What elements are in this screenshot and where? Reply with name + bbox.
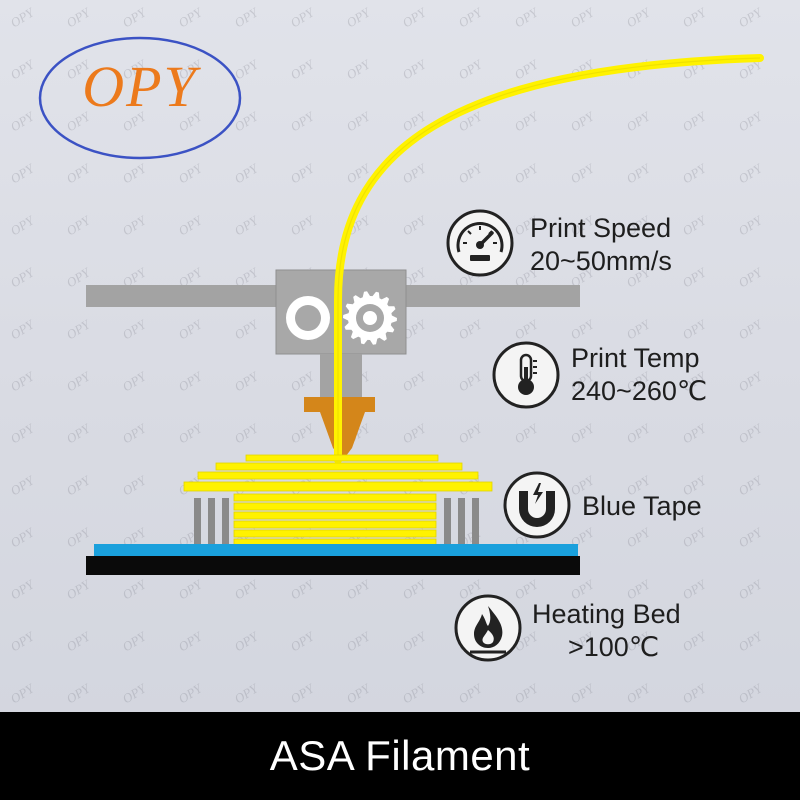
print-layer: [233, 493, 437, 502]
speedometer-icon: [446, 209, 514, 277]
product-title: ASA Filament: [269, 732, 531, 779]
print-layer: [233, 520, 437, 529]
print-layer: [197, 471, 479, 480]
spec-print-speed: Print Speed 20~50mm/s: [530, 212, 672, 278]
print-layer: [233, 511, 437, 520]
spec-heating-bed-value: >100℃: [568, 632, 660, 662]
spec-bed-surface-label: Blue Tape: [582, 491, 702, 521]
flame-icon: [454, 594, 522, 662]
magnet-icon: [503, 471, 571, 539]
spec-print-temp-label: Print Temp: [571, 343, 700, 373]
brand-logo: OPY: [82, 54, 198, 119]
heated-bed: [86, 556, 580, 575]
print-layer: [233, 502, 437, 511]
spec-heating-bed: Heating Bed >100℃: [532, 598, 681, 664]
spec-print-temp: Print Temp 240~260℃: [571, 342, 707, 408]
spec-print-temp-value: 240~260℃: [571, 376, 708, 406]
print-layer: [245, 454, 439, 462]
idler-wheel-icon: [286, 296, 330, 340]
spec-heating-bed-label: Heating Bed: [532, 599, 681, 629]
print-layer: [183, 481, 493, 492]
thermometer-icon: [492, 341, 560, 409]
spec-print-speed-value: 20~50mm/s: [530, 246, 672, 276]
title-banner: ASA Filament: [0, 712, 800, 800]
printed-part-layers: [183, 454, 493, 546]
print-layer: [233, 529, 437, 538]
spec-bed-surface: Blue Tape: [582, 490, 702, 523]
spec-print-speed-label: Print Speed: [530, 213, 672, 243]
drive-gear-icon: [343, 291, 397, 345]
bed-supports: [194, 498, 479, 546]
print-layer: [215, 462, 463, 471]
logo-ellipse: [38, 36, 242, 160]
blue-tape: [94, 544, 578, 556]
